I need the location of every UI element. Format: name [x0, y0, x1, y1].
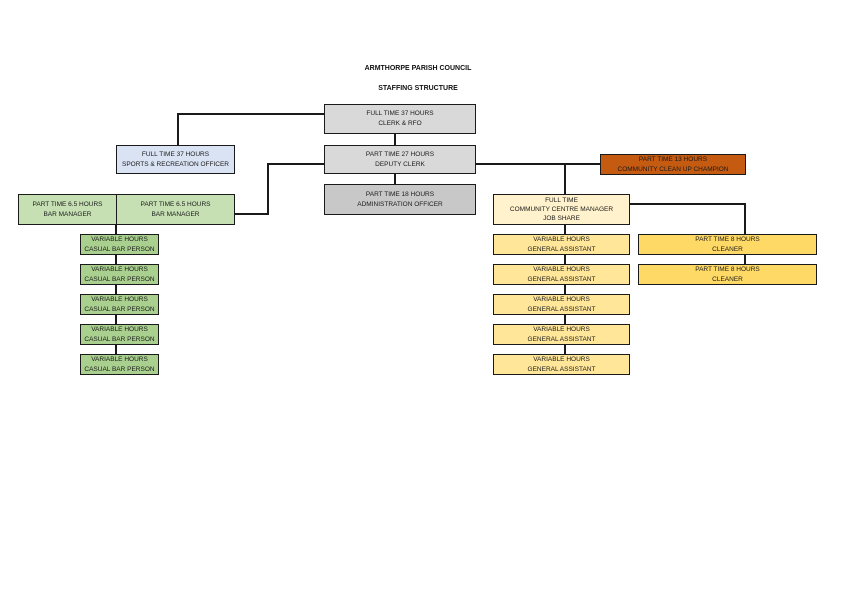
bar-manager-role: BAR MANAGER [43, 210, 92, 218]
clean-up-champion-role: COMMUNITY CLEAN UP CHAMPION [617, 165, 729, 173]
clean-up-champion-box: PART TIME 13 HOURS COMMUNITY CLEAN UP CH… [600, 154, 746, 175]
connector-clerk-sports [177, 113, 324, 145]
sports-officer-hours: FULL TIME 37 HOURS [141, 150, 210, 158]
connector-deputy-bar [235, 163, 324, 215]
centre-manager-note: JOB SHARE [543, 215, 580, 222]
bar-manager-role: BAR MANAGER [151, 210, 200, 218]
bar-manager-box: PART TIME 6.5 HOURS BAR MANAGER [18, 194, 117, 225]
bar-staff-hours: VARIABLE HOURS [91, 325, 148, 333]
bar-staff-hours: VARIABLE HOURS [91, 235, 148, 243]
deputy-clerk-hours: PART TIME 27 HOURS [365, 150, 435, 158]
clean-up-champion-hours: PART TIME 13 HOURS [638, 155, 708, 163]
bar-staff-role: CASUAL BAR PERSON [84, 365, 155, 373]
general-assistant-box: VARIABLE HOURS GENERAL ASSISTANT [493, 294, 630, 315]
general-assistant-role: GENERAL ASSISTANT [527, 365, 596, 373]
general-assistant-hours: VARIABLE HOURS [533, 325, 590, 333]
deputy-clerk-box: PART TIME 27 HOURS DEPUTY CLERK [324, 145, 476, 174]
centre-manager-hours: FULL TIME [545, 197, 578, 204]
general-assistant-role: GENERAL ASSISTANT [527, 305, 596, 313]
deputy-clerk-role: DEPUTY CLERK [375, 160, 425, 168]
cleaner-box: PART TIME 8 HOURS CLEANER [638, 234, 817, 255]
sports-officer-role: SPORTS & RECREATION OFFICER [121, 160, 230, 168]
admin-officer-hours: PART TIME 18 HOURS [365, 190, 435, 198]
general-assistant-role: GENERAL ASSISTANT [527, 275, 596, 283]
bar-staff-box: VARIABLE HOURS CASUAL BAR PERSON [80, 324, 159, 345]
general-assistant-hours: VARIABLE HOURS [533, 265, 590, 273]
admin-officer-role: ADMINISTRATION OFFICER [357, 200, 443, 208]
cleaner-role: CLEANER [712, 275, 743, 283]
bar-staff-hours: VARIABLE HOURS [91, 355, 148, 363]
bar-staff-box: VARIABLE HOURS CASUAL BAR PERSON [80, 354, 159, 375]
bar-staff-box: VARIABLE HOURS CASUAL BAR PERSON [80, 294, 159, 315]
bar-manager-hours: PART TIME 6.5 HOURS [32, 200, 103, 208]
general-assistant-box: VARIABLE HOURS GENERAL ASSISTANT [493, 354, 630, 375]
clerk-box: FULL TIME 37 HOURS CLERK & RFO [324, 104, 476, 134]
bar-staff-box: VARIABLE HOURS CASUAL BAR PERSON [80, 264, 159, 285]
bar-staff-role: CASUAL BAR PERSON [84, 275, 155, 283]
clerk-hours: FULL TIME 37 HOURS [366, 110, 434, 117]
chart-subtitle: STAFFING STRUCTURE [378, 85, 458, 92]
general-assistant-role: GENERAL ASSISTANT [527, 335, 596, 343]
bar-staff-hours: VARIABLE HOURS [91, 265, 148, 273]
centre-manager-role: COMMUNITY CENTRE MANAGER [509, 206, 614, 213]
bar-staff-box: VARIABLE HOURS CASUAL BAR PERSON [80, 234, 159, 255]
general-assistant-box: VARIABLE HOURS GENERAL ASSISTANT [493, 324, 630, 345]
admin-officer-box: PART TIME 18 HOURS ADMINISTRATION OFFICE… [324, 184, 476, 215]
bar-staff-role: CASUAL BAR PERSON [84, 245, 155, 253]
general-assistant-role: GENERAL ASSISTANT [527, 245, 596, 253]
clerk-role: CLERK & RFO [378, 120, 422, 127]
general-assistant-hours: VARIABLE HOURS [533, 235, 590, 243]
bar-staff-hours: VARIABLE HOURS [91, 295, 148, 303]
centre-manager-box: FULL TIME COMMUNITY CENTRE MANAGER JOB S… [493, 194, 630, 225]
bar-staff-role: CASUAL BAR PERSON [84, 305, 155, 313]
org-title: ARMTHORPE PARISH COUNCIL [364, 65, 472, 72]
sports-officer-box: FULL TIME 37 HOURS SPORTS & RECREATION O… [116, 145, 235, 174]
bar-staff-role: CASUAL BAR PERSON [84, 335, 155, 343]
cleaner-role: CLEANER [712, 245, 743, 253]
bar-manager-box: PART TIME 6.5 HOURS BAR MANAGER [116, 194, 235, 225]
general-assistant-box: VARIABLE HOURS GENERAL ASSISTANT [493, 264, 630, 285]
general-assistant-hours: VARIABLE HOURS [533, 295, 590, 303]
cleaner-hours: PART TIME 8 HOURS [695, 235, 760, 243]
general-assistant-hours: VARIABLE HOURS [533, 355, 590, 363]
cleaner-box: PART TIME 8 HOURS CLEANER [638, 264, 817, 285]
cleaner-hours: PART TIME 8 HOURS [695, 265, 760, 273]
general-assistant-box: VARIABLE HOURS GENERAL ASSISTANT [493, 234, 630, 255]
bar-manager-hours: PART TIME 6.5 HOURS [140, 200, 211, 208]
